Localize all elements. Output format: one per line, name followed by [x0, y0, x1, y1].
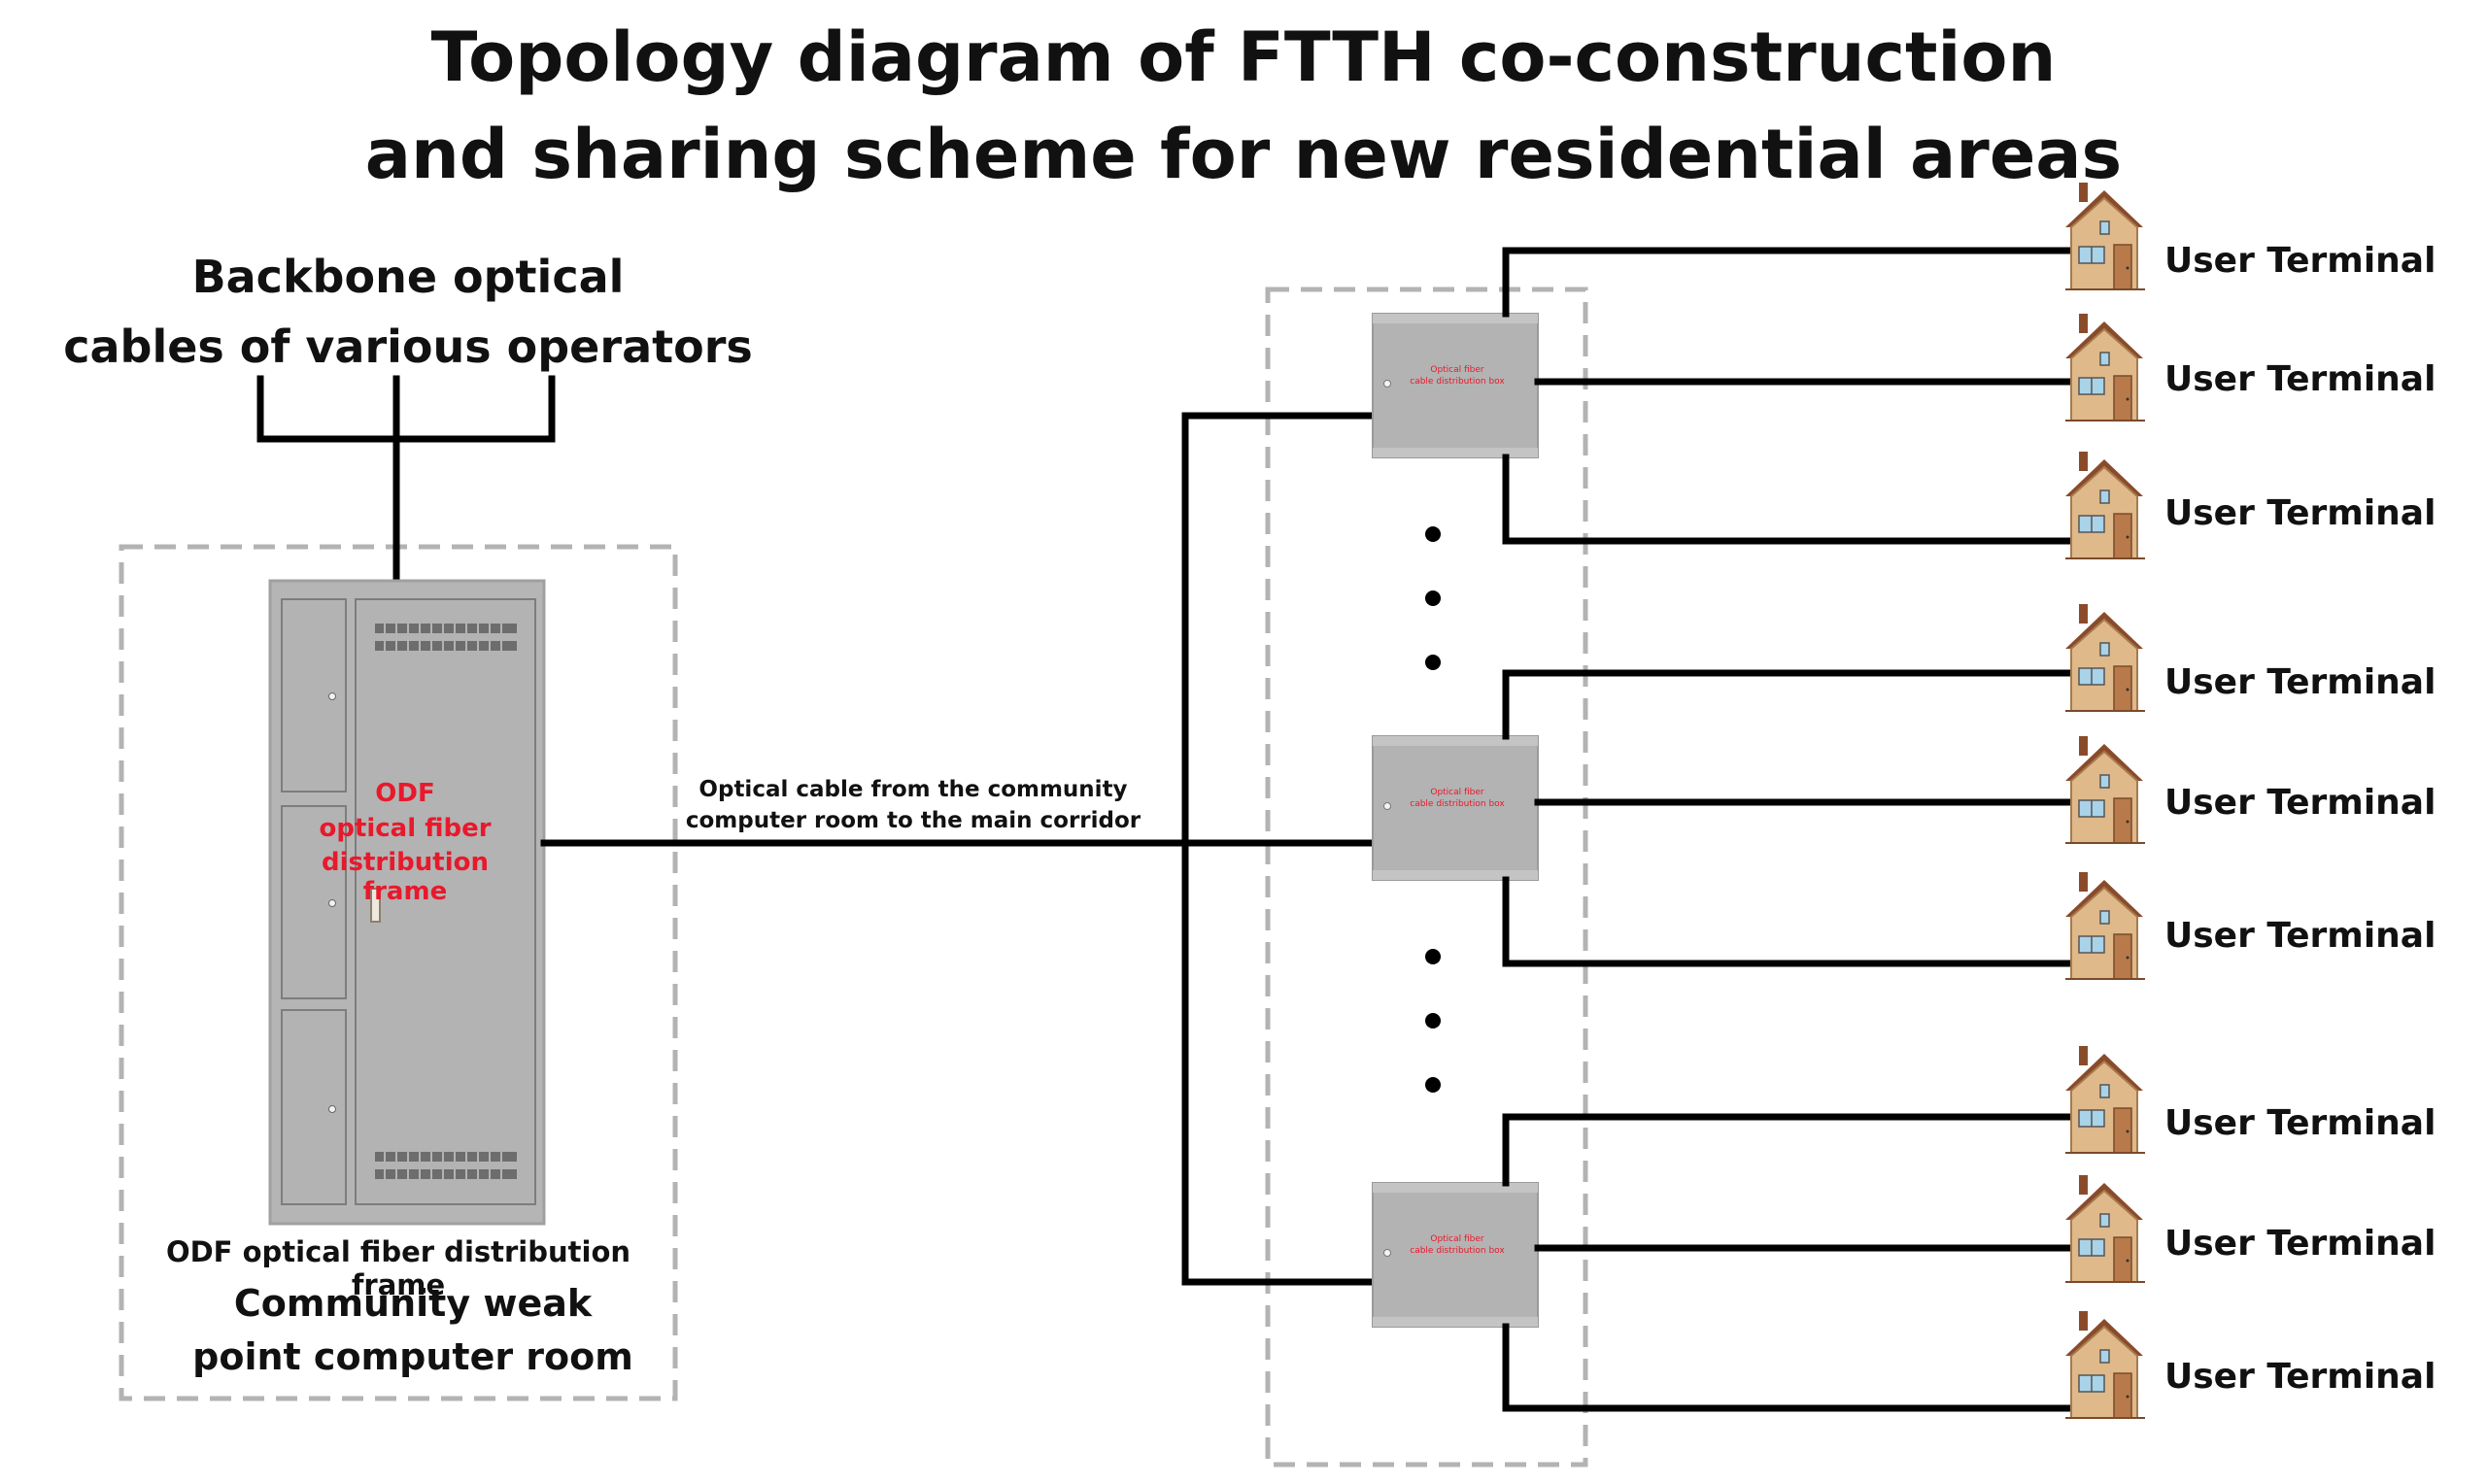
distribution-box-2-label-line-1: Optical fiber — [1430, 788, 1484, 797]
ellipsis-dots — [1425, 526, 1441, 1093]
corridor-boundary — [1265, 287, 1588, 1467]
computer-room-label-line-1: Community weak — [233, 1282, 593, 1325]
user-terminal-label: User Terminal — [2164, 359, 2436, 399]
distribution-box-2-label: Optical fiber cable distribution box — [1384, 787, 1530, 810]
odf-cabinet — [268, 579, 546, 1226]
house-icon — [2064, 603, 2146, 712]
distribution-box-3-label: Optical fiber cable distribution box — [1384, 1233, 1530, 1257]
backbone-label-line-1: Backbone optical — [191, 251, 625, 303]
user-terminal-label: User Terminal — [2164, 662, 2436, 702]
distribution-box-3-label-line-1: Optical fiber — [1430, 1234, 1484, 1244]
user-terminal-label: User Terminal — [2164, 241, 2436, 281]
house-icon — [2064, 735, 2146, 844]
house-icon — [2064, 451, 2146, 559]
house-icon — [2064, 1310, 2146, 1419]
main-cable-label-line-2: computer room to the main corridor — [685, 808, 1141, 833]
computer-room-label-line-2: point computer room — [192, 1335, 633, 1378]
drop-cables — [1502, 247, 2071, 1412]
odf-caption: ODF optical fiber distribution frame — [165, 1235, 631, 1301]
main-optical-cable — [540, 412, 1377, 1286]
backbone-cables — [256, 375, 556, 585]
distribution-box-3-label-line-2: cable distribution box — [1410, 1246, 1505, 1256]
backbone-label-line-2: cables of various operators — [63, 320, 753, 373]
user-terminal-label: User Terminal — [2164, 783, 2436, 823]
diagram-title-line-2: and sharing scheme for new residential a… — [364, 115, 2123, 194]
house-icon — [2064, 1174, 2146, 1283]
house-icon — [2064, 871, 2146, 980]
main-cable-label-line-1: Optical cable from the community — [698, 777, 1128, 802]
user-terminal-label: User Terminal — [2164, 493, 2436, 533]
odf-frame-label-3: distribution frame — [322, 848, 489, 906]
distribution-box-1-label-line-2: cable distribution box — [1410, 377, 1505, 387]
house-icon — [2064, 313, 2146, 422]
distribution-box-1-label-line-1: Optical fiber — [1430, 365, 1484, 375]
diagram-title-line-1: Topology diagram of FTTH co-construction — [430, 17, 2057, 97]
odf-frame-label-2: optical fiber — [319, 814, 492, 843]
distribution-box-2-label-line-2: cable distribution box — [1410, 799, 1505, 809]
house-icon — [2064, 1045, 2146, 1154]
user-terminal-label: User Terminal — [2164, 1357, 2436, 1397]
user-terminal-label: User Terminal — [2164, 1224, 2436, 1264]
odf-frame-label-1: ODF — [375, 779, 435, 808]
user-terminal-label: User Terminal — [2164, 1103, 2436, 1143]
user-terminal-label: User Terminal — [2164, 916, 2436, 956]
distribution-box-1-label: Optical fiber cable distribution box — [1384, 364, 1530, 388]
house-icon — [2064, 182, 2146, 290]
